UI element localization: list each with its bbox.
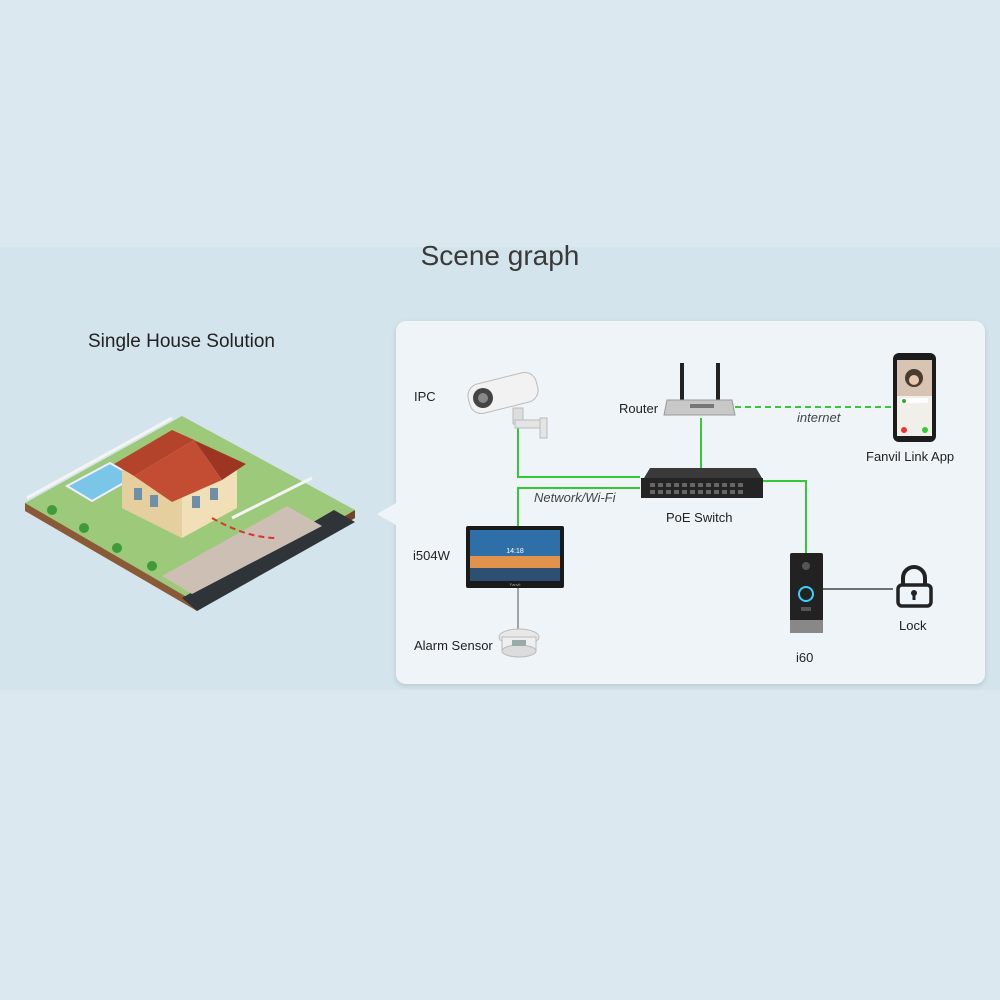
page-title: Scene graph	[420, 240, 580, 271]
router-icon	[663, 363, 736, 416]
link-switch-indoor	[517, 487, 640, 526]
road	[182, 510, 355, 611]
label-i504w: i504W	[413, 548, 450, 563]
label-poe-switch: PoE Switch	[666, 510, 733, 525]
lock-icon	[896, 565, 933, 608]
label-alarm-sensor: Alarm Sensor	[414, 638, 493, 653]
label-internet: internet	[797, 410, 841, 425]
label-fanvil-link-app: Fanvil Link App	[866, 449, 955, 464]
door-phone-icon	[790, 553, 823, 633]
solution-title: Single House Solution	[88, 331, 275, 352]
label-i60: i60	[796, 650, 814, 665]
fence-front	[231, 476, 313, 520]
fence-back	[26, 416, 173, 500]
roof-left	[114, 430, 194, 476]
alarm-sensor-icon	[498, 628, 540, 658]
ipc-camera-icon	[467, 372, 548, 439]
driveway	[162, 506, 322, 594]
link-ipc-switch	[517, 420, 640, 478]
link-switch-doorphone	[762, 480, 807, 553]
indoor-monitor-icon: 14:18 Fanvil	[466, 526, 564, 588]
panel-pointer	[377, 503, 396, 525]
svg-text:Fanvil: Fanvil	[510, 582, 521, 587]
label-lock: Lock	[899, 618, 927, 633]
poe-switch-icon	[641, 468, 763, 498]
label-network-wifi: Network/Wi-Fi	[534, 490, 616, 505]
access-path	[211, 517, 278, 539]
link-lines	[517, 406, 892, 553]
roof-right	[172, 430, 246, 480]
label-ipc: IPC	[414, 389, 436, 404]
soil-left	[25, 503, 197, 611]
house-illustration	[25, 416, 355, 611]
svg-text:14:18: 14:18	[506, 548, 524, 555]
label-router: Router	[619, 401, 659, 416]
smartphone-icon	[893, 353, 936, 442]
